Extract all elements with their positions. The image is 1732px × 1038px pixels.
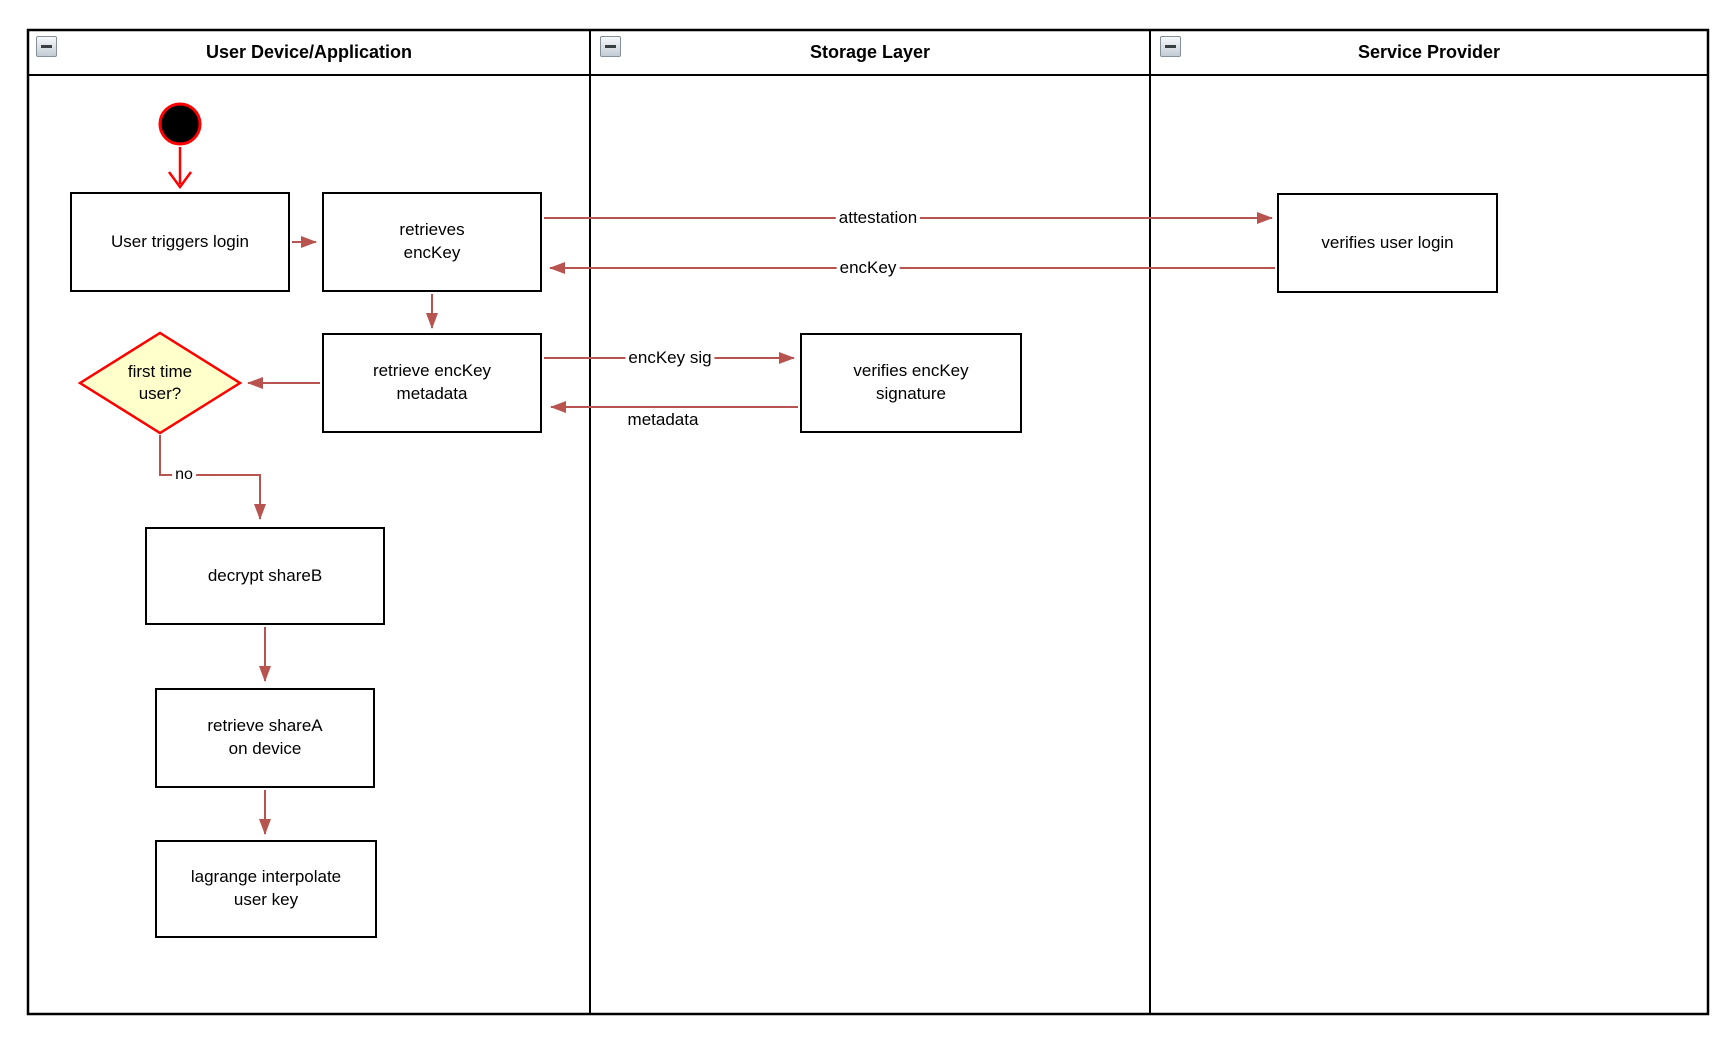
edge-no-branch [159, 435, 266, 520]
lane-title-storage-layer: Storage Layer [809, 42, 931, 62]
edge-label-enckey: encKey [836, 258, 900, 278]
edge-label-no: no [172, 466, 196, 484]
minus-icon [1165, 45, 1176, 48]
decision-first-time-user[interactable] [77, 331, 243, 435]
node-verifies-user-login[interactable]: verifies user login [1277, 193, 1498, 293]
node-retrieve-enckey-metadata[interactable]: retrieve encKey metadata [322, 333, 542, 433]
node-lagrange-interpolate-user-key[interactable]: lagrange interpolate user key [155, 840, 377, 938]
lane-header-user-device[interactable]: User Device/Application [28, 30, 590, 75]
edge-label-metadata: metadata [624, 410, 702, 430]
start-arrowhead-icon [167, 171, 193, 190]
edge-label-enckey-sig: encKey sig [625, 348, 715, 368]
collapse-lane-icon[interactable] [600, 36, 621, 57]
minus-icon [41, 45, 52, 48]
node-verifies-enckey-signature[interactable]: verifies encKey signature [800, 333, 1022, 433]
edge-label-attestation: attestation [835, 208, 921, 228]
node-user-triggers-login[interactable]: User triggers login [70, 192, 290, 292]
decision-label: first time user? [127, 361, 193, 403]
node-retrieve-sharea-on-device[interactable]: retrieve shareA on device [155, 688, 375, 788]
lane-header-service-provider[interactable]: Service Provider [1150, 30, 1708, 75]
node-decrypt-shareb[interactable]: decrypt shareB [145, 527, 385, 625]
node-retrieves-enckey[interactable]: retrieves encKey [322, 192, 542, 292]
lane-title-user-device: User Device/Application [205, 42, 413, 62]
swimlane-frame [26, 28, 1710, 1016]
collapse-lane-icon[interactable] [36, 36, 57, 57]
lane-header-storage-layer[interactable]: Storage Layer [590, 30, 1150, 75]
minus-icon [605, 45, 616, 48]
lane-title-service-provider: Service Provider [1357, 42, 1501, 62]
start-node[interactable] [158, 102, 202, 146]
collapse-lane-icon[interactable] [1160, 36, 1181, 57]
